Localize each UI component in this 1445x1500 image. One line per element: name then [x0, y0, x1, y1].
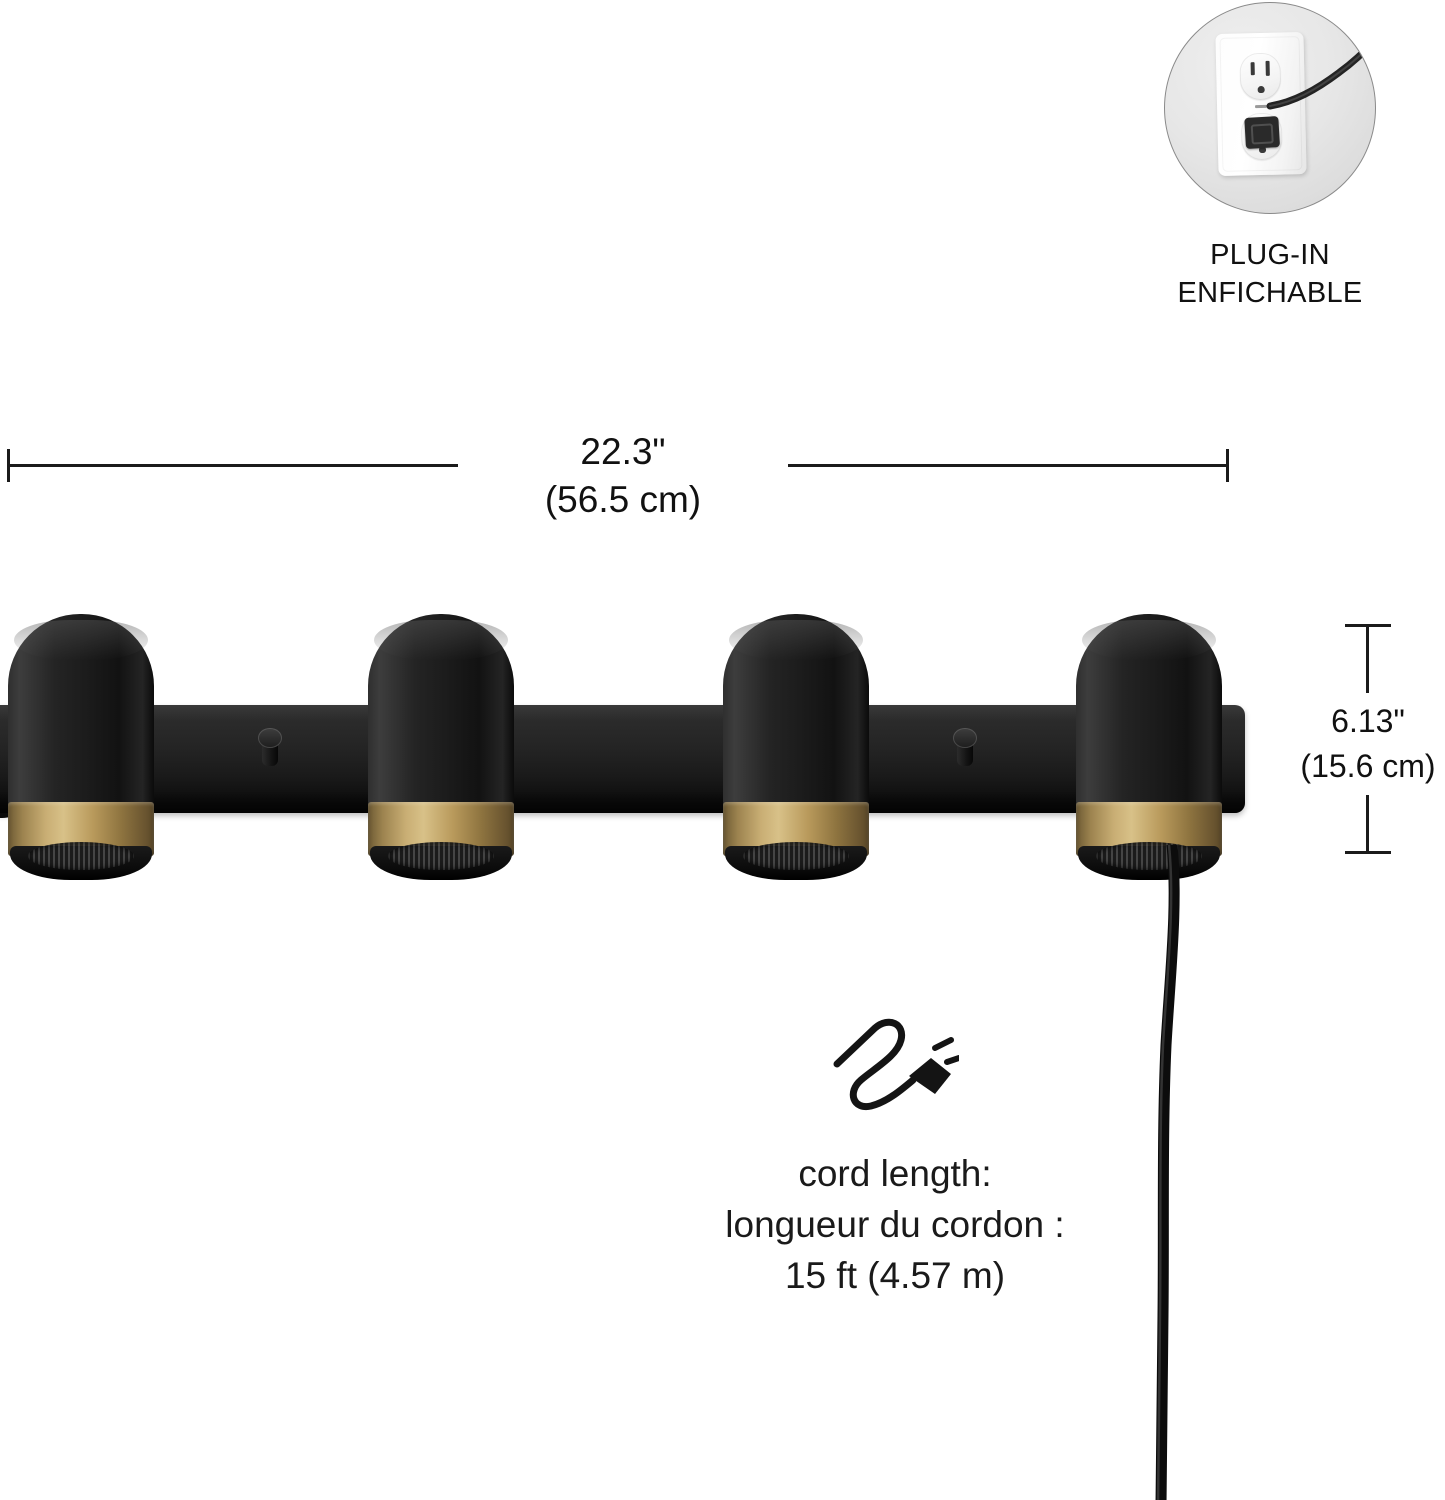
- fixture-mounting-bar: [0, 705, 1245, 813]
- spotlight-lens: [1096, 842, 1202, 870]
- spotlight-head: [1076, 614, 1248, 882]
- knob-head-icon: [953, 728, 977, 748]
- fixture-adjust-knob: [258, 728, 282, 766]
- height-value-metric: (15.6 cm): [1300, 748, 1436, 784]
- height-dimension-label: 6.13" (15.6 cm): [1268, 693, 1445, 795]
- height-tick-bottom-icon: [1345, 851, 1391, 854]
- track-light-fixture: [0, 600, 1260, 900]
- wall-outlet-with-plug-photo: [1164, 2, 1376, 214]
- spotlight-barrel: [368, 614, 514, 816]
- width-value-metric: (56.5 cm): [544, 479, 702, 520]
- height-dimension: 6.13" (15.6 cm): [1268, 615, 1445, 865]
- cord-length-callout: cord length: longueur du cordon : 15 ft …: [630, 1018, 1160, 1301]
- plug-in-label-fr: ENFICHABLE: [1177, 277, 1363, 309]
- spotlight-lens: [28, 842, 134, 870]
- cord-length-label-fr: longueur du cordon :: [725, 1204, 1065, 1245]
- knob-head-icon: [258, 728, 282, 748]
- spotlight-lens: [388, 842, 494, 870]
- fixture-adjust-knob: [953, 728, 977, 766]
- cord-length-value: 15 ft (4.57 m): [784, 1255, 1006, 1296]
- cord-length-label-en: cord length:: [798, 1153, 992, 1194]
- width-dimension-label: 22.3" (56.5 cm): [458, 424, 788, 526]
- power-cord: [1155, 845, 1180, 1500]
- badge-cord-line: [1266, 39, 1375, 110]
- spotlight-head: [723, 614, 895, 882]
- width-tick-left-icon: [7, 449, 10, 482]
- plug-in-label-en: PLUG-IN: [1210, 239, 1330, 271]
- width-dimension: 22.3" (56.5 cm): [0, 420, 1240, 526]
- height-value-imperial: 6.13": [1331, 703, 1405, 739]
- width-tick-right-icon: [1226, 449, 1229, 482]
- plug-in-badge-caption: PLUG-IN ENFICHABLE: [1120, 236, 1420, 312]
- width-value-imperial: 22.3": [580, 431, 666, 472]
- spotlight-barrel: [723, 614, 869, 816]
- spotlight-lens: [743, 842, 849, 870]
- height-tick-top-icon: [1345, 624, 1391, 627]
- cord-length-text: cord length: longueur du cordon : 15 ft …: [630, 1148, 1160, 1301]
- spotlight-barrel: [1076, 614, 1222, 816]
- spotlight-barrel: [8, 614, 154, 816]
- power-cord-plug-icon: [833, 1018, 959, 1111]
- spotlight-head: [368, 614, 540, 882]
- spotlight-head: [8, 614, 180, 882]
- plug-in-badge: [1164, 2, 1376, 214]
